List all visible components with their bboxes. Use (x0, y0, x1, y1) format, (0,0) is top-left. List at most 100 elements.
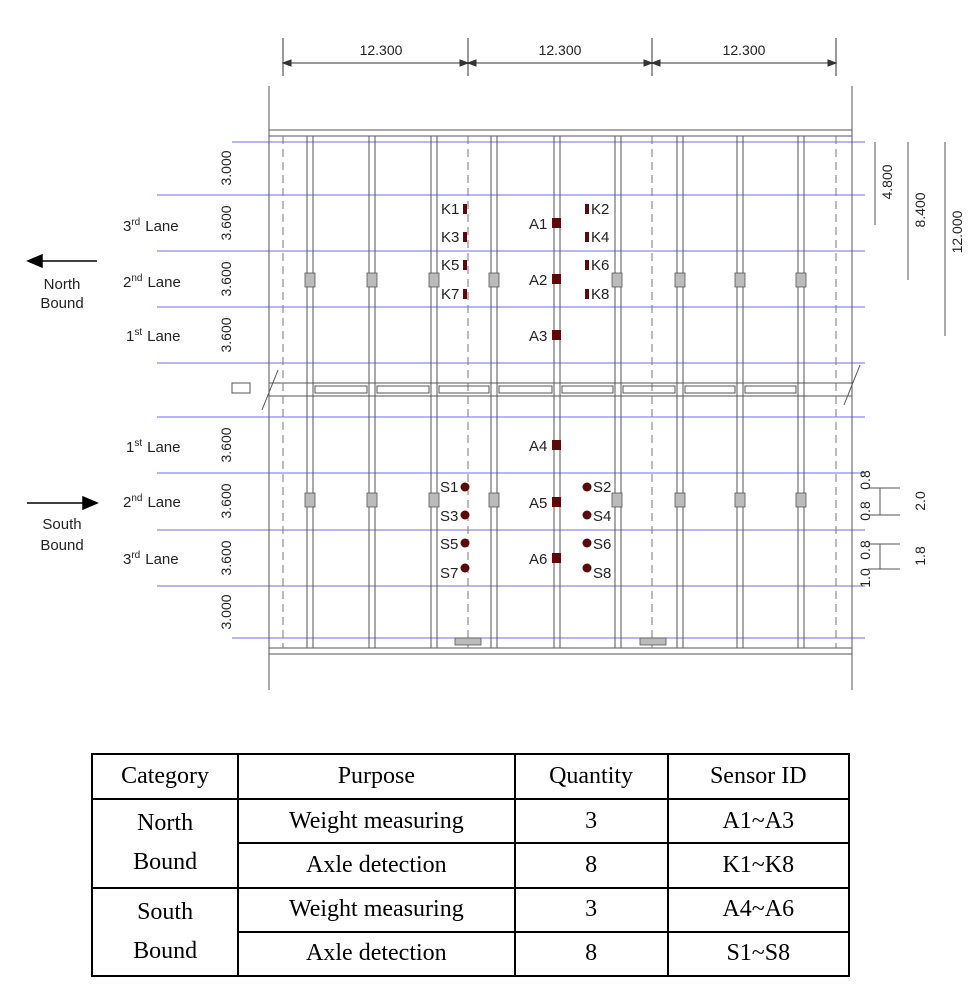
sensor-s6-label: S6 (593, 536, 611, 553)
bridge-sensor-layout-plan: 12.300 12.300 12.300 (26, 38, 965, 690)
offset-2-0: 2.0 (912, 491, 928, 511)
lane-width-dimensions: 3.000 3.600 3.600 3.600 3.600 3.600 3.60… (218, 150, 234, 629)
sensor-a1-marker (552, 218, 561, 228)
sensor-k6-marker (585, 260, 589, 270)
header-category: Category (90, 753, 240, 800)
lane-width-north-1: 3.000 (218, 150, 234, 185)
category-line: Bound (133, 849, 198, 876)
sensor-s2-label: S2 (593, 479, 611, 496)
axle-sensors-north (463, 204, 589, 299)
category-north-bound: North Bound (90, 798, 240, 889)
lane-width-north-2: 3.600 (218, 205, 234, 240)
sensor-a3-label: A3 (529, 328, 547, 345)
offset-0-8-c: 0.8 (857, 540, 873, 560)
sensor-a4-marker (552, 440, 561, 450)
sensor-k2-label: K2 (591, 201, 609, 218)
sensor-a6-label: A6 (529, 551, 547, 568)
sensor-s3-marker (460, 510, 470, 520)
sensor-a2-label: A2 (529, 272, 547, 289)
category-line: Bound (133, 937, 198, 964)
category-line: South (137, 898, 194, 925)
sensor-a3-marker (552, 330, 561, 340)
sensor-id-cell: S1~S8 (666, 930, 851, 978)
sensor-k2-marker (585, 204, 589, 214)
purpose-cell: Weight measuring (237, 797, 516, 845)
south-bound-arrow (27, 495, 99, 511)
pier-lines (282, 136, 837, 648)
right-dimension-12000: 12.000 (949, 210, 965, 253)
top-dimension-line (281, 38, 838, 76)
sensor-k6-label: K6 (591, 257, 609, 274)
sensor-k3-marker (463, 232, 467, 242)
lane-width-south-4: 3.000 (218, 594, 234, 629)
sensor-a2-marker (552, 274, 561, 284)
south-bound-label-2: Bound (40, 537, 83, 554)
sensor-s1-label: S1 (440, 479, 458, 496)
offset-0-8-b: 0.8 (857, 501, 873, 521)
sensor-k4-label: K4 (591, 229, 609, 246)
top-dimension-3: 12.300 (723, 42, 766, 58)
category-line: North (137, 810, 194, 837)
sensor-s4-marker (582, 510, 592, 520)
offset-1-8: 1.8 (912, 546, 928, 566)
sensor-s2-marker (582, 482, 592, 492)
north-bound-label-1: North (44, 276, 81, 293)
sensor-s8-label: S8 (593, 565, 611, 582)
header-purpose: Purpose (237, 753, 516, 800)
weight-sensors (552, 218, 561, 563)
sensor-k8-label: K8 (591, 286, 609, 303)
lane-lines (157, 141, 865, 639)
sensor-k4-marker (585, 232, 589, 242)
right-dimension-4800: 4.800 (879, 164, 895, 199)
north-bound-label-2: Bound (40, 295, 83, 312)
purpose-cell: Axle detection (237, 930, 516, 978)
offset-0-8-a: 0.8 (857, 470, 873, 490)
sensor-id-cell: K1~K8 (666, 842, 851, 889)
sensor-a5-marker (552, 497, 561, 507)
sensor-k5-label: K5 (441, 257, 459, 274)
deck-structure (268, 86, 853, 690)
north-bound-arrow (26, 253, 97, 269)
quantity-cell: 8 (513, 930, 669, 978)
lane-width-north-4: 3.600 (218, 317, 234, 352)
sensor-s5-label: S5 (440, 536, 458, 553)
sensor-s6-marker (582, 538, 592, 548)
offset-1-0: 1.0 (857, 568, 873, 588)
purpose-cell: Weight measuring (237, 886, 516, 933)
table-row: North Bound Weight measuring 3 A1~A3 (90, 797, 851, 889)
sensor-id-cell: A1~A3 (666, 797, 851, 845)
sensor-s5-marker (460, 538, 470, 548)
sensor-a1-label: A1 (529, 216, 547, 233)
lane-width-north-3: 3.600 (218, 261, 234, 296)
lane-width-south-2: 3.600 (218, 483, 234, 518)
quantity-cell: 3 (513, 797, 669, 845)
purpose-cell: Axle detection (237, 842, 516, 889)
table-header-row: Category Purpose Quantity Sensor ID (90, 753, 851, 800)
top-dimension-1: 12.300 (360, 42, 403, 58)
median-joint (231, 364, 861, 411)
sensor-s7-label: S7 (440, 565, 458, 582)
axle-sensors-south (460, 482, 592, 573)
sensor-a4-label: A4 (529, 438, 547, 455)
lane-width-south-1: 3.600 (218, 427, 234, 462)
south-bound-label-1: South (42, 516, 81, 533)
right-dimension-lines (868, 142, 946, 570)
diaphragm-blocks (304, 272, 807, 646)
sensor-id-cell: A4~A6 (666, 886, 851, 933)
sensor-s4-label: S4 (593, 508, 611, 525)
sensor-k5-marker (463, 260, 467, 270)
quantity-cell: 8 (513, 842, 669, 889)
sensor-a5-label: A5 (529, 495, 547, 512)
sensor-s1-marker (460, 482, 470, 492)
table-row: South Bound Weight measuring 3 A4~A6 (90, 886, 851, 977)
right-dimension-8400: 8.400 (912, 192, 928, 227)
lane-width-south-3: 3.600 (218, 540, 234, 575)
sensor-summary-table: Category Purpose Quantity Sensor ID Nort… (90, 753, 851, 978)
sensor-k3-label: K3 (441, 229, 459, 246)
